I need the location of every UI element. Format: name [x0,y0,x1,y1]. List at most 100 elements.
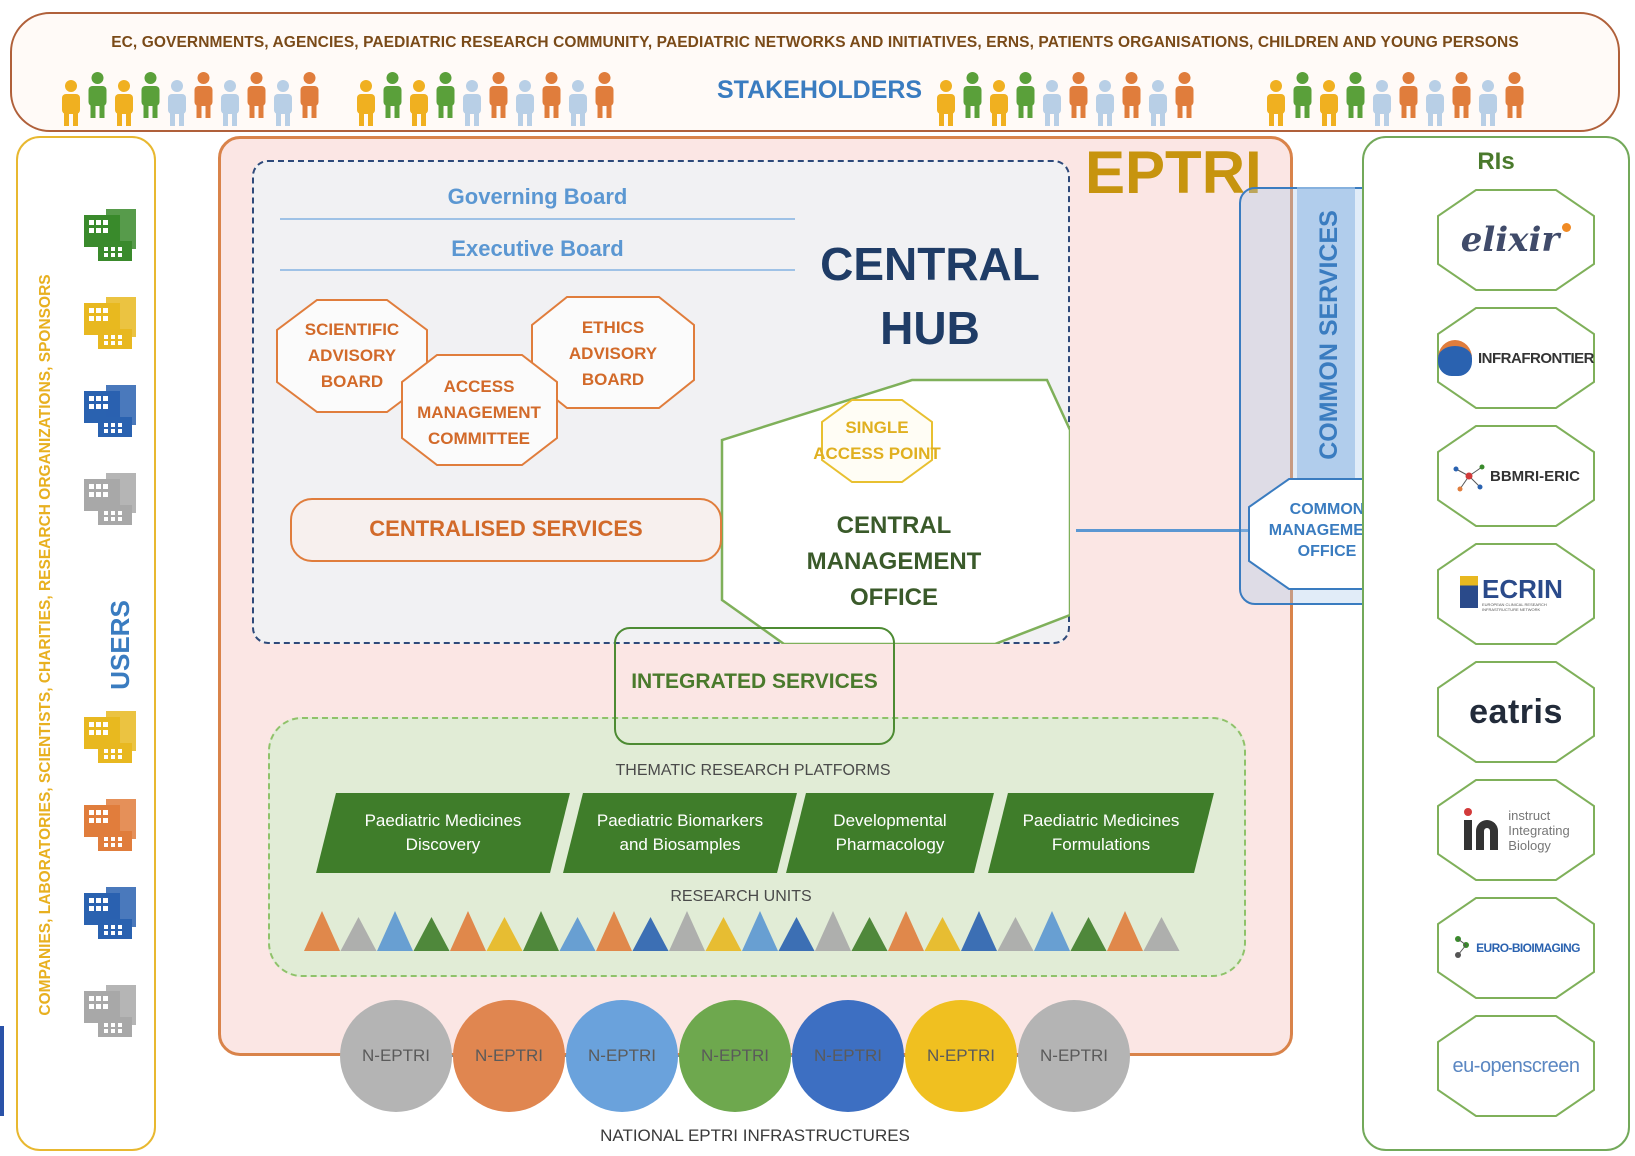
governing-board-divider [280,218,795,220]
n-eptri-node: N-EPTRI [566,1000,678,1112]
ri-octagon [1437,779,1595,881]
central-hub-title: CENTRAL HUB [790,232,1070,360]
central-hub-line2: HUB [880,302,980,354]
ri-infrafrontier: INFRAFRONTIER [1436,306,1596,410]
building-icon [82,205,142,270]
common-services-text: COMMON SERVICES [1315,210,1343,460]
network-icon [1453,464,1485,492]
cmo-connector-line [1076,529,1252,532]
thematic-platforms-label: THEMATIC RESEARCH PLATFORMS [615,762,891,779]
integrated-services-box [614,627,895,745]
ecrin-logo: ECRIN EUROPEAN CLINICAL RESEARCH INFRAST… [1436,542,1596,646]
common-office-line-1: COMMON [1290,501,1365,518]
n-eptri-node: N-EPTRI [453,1000,565,1112]
ethics-board-line-1: ETHICS [582,318,644,337]
access-committee-line-2: MANAGEMENT [417,403,541,422]
building-icon [82,981,142,1046]
building-icon [82,293,142,358]
research-units-triangles [304,911,1180,951]
research-unit-triangle [851,917,888,951]
n-eptri-label: N-EPTRI [588,1046,656,1065]
platform-line: Pharmacology [835,835,945,854]
platform-card: Paediatric Biomarkers and Biosamples [563,793,797,873]
instruct-line-2: Integrating [1508,822,1570,838]
platform-line: Formulations [1051,835,1151,854]
building-icon [82,469,142,534]
infrafrontier-logo: INFRAFRONTIER [1436,306,1596,410]
research-units-label: RESEARCH UNITS [670,888,812,905]
users-label: USERS [105,600,135,690]
n-eptri-label: N-EPTRI [475,1046,543,1065]
national-infrastructures-label: NATIONAL EPTRI INFRASTRUCTURES [600,1126,910,1145]
molecule-icon [1455,936,1470,958]
stakeholders-label: STAKEHOLDERS [717,76,923,104]
ri-octagon [1437,897,1595,999]
people-group-icon [57,70,337,133]
people-group-icon [932,70,1212,133]
euopenscreen-text: eu-openscreen [1452,1054,1580,1077]
eptri-title: EPTRI [1085,139,1262,206]
ri-octagon [1437,543,1595,645]
instruct-logo: instruct Integrating Biology [1436,778,1596,882]
research-unit-triangle [559,917,596,951]
research-unit-triangle [778,917,815,951]
centralised-services: CENTRALISED SERVICES [290,498,722,562]
building-icon [82,795,142,860]
access-committee-line-3: COMMITTEE [428,429,530,448]
euopenscreen-logo: eu-openscreen [1436,1014,1596,1118]
elixir-text: elixir [1460,220,1560,260]
platform-line: and Biosamples [619,835,741,854]
platform-line: Discovery [405,835,481,854]
ri-octagon [1437,307,1595,409]
mouse-icon [1438,340,1472,376]
n-eptri-node: N-EPTRI [1018,1000,1130,1112]
instruct-line-3: Biology [1508,837,1551,853]
research-unit-triangle [742,911,778,951]
ri-octagon [1437,1015,1595,1117]
n-eptri-label: N-EPTRI [1040,1046,1108,1065]
research-unit-triangle [815,911,851,951]
cmo-label-2: MANAGEMENT [807,548,982,575]
ethics-advisory-board-octagon [531,296,695,409]
research-unit-triangle [523,911,559,951]
ri-eatris: eatris [1436,660,1596,764]
single-access-point-octagon [821,399,933,483]
n-eptri-label: N-EPTRI [927,1046,995,1065]
n-eptri-node: N-EPTRI [905,1000,1017,1112]
bbmri-text: BBMRI-ERIC [1490,467,1580,485]
platform-line: Paediatric Biomarkers [596,811,764,830]
central-management-office-octagon [720,378,1070,644]
research-unit-triangle [924,917,961,951]
research-unit-triangle [1143,917,1180,951]
eurobioimaging-logo: EURO-BIOIMAGING [1436,896,1596,1000]
common-services-band [1297,187,1355,487]
people-group-icon [352,70,632,133]
research-unit-triangle [450,911,486,951]
platform-label: Paediatric Biomarkers and Biosamples [573,793,787,873]
hub-octagons: SINGLE ACCESS POINT CENTRAL MANAGEMENT O… [276,296,1070,644]
research-unit-triangle [377,911,413,951]
n-eptri-node: N-EPTRI [679,1000,791,1112]
research-unit-triangle [1070,917,1107,951]
research-unit-triangle [340,917,377,951]
ecrin-text: ECRIN [1482,574,1563,604]
single-access-point-label-2: ACCESS POINT [813,444,941,463]
platform-line: Paediatric Medicines [364,811,522,830]
research-unit-triangle [304,911,340,951]
n-eptri-label: N-EPTRI [362,1046,430,1065]
infrafrontier-text: INFRAFRONTIER [1478,349,1595,367]
eatris-text: eatris [1469,692,1563,731]
scientific-board-line-2: ADVISORY [308,346,397,365]
scientific-board-line-3: BOARD [321,372,383,391]
platform-line: Developmental [833,811,947,830]
instruct-line-1: instruct [1508,807,1551,823]
ri-octagon [1437,661,1595,763]
n-eptri-node: N-EPTRI [792,1000,904,1112]
building-icon [82,381,142,446]
elixir-dot-icon [1562,222,1572,232]
